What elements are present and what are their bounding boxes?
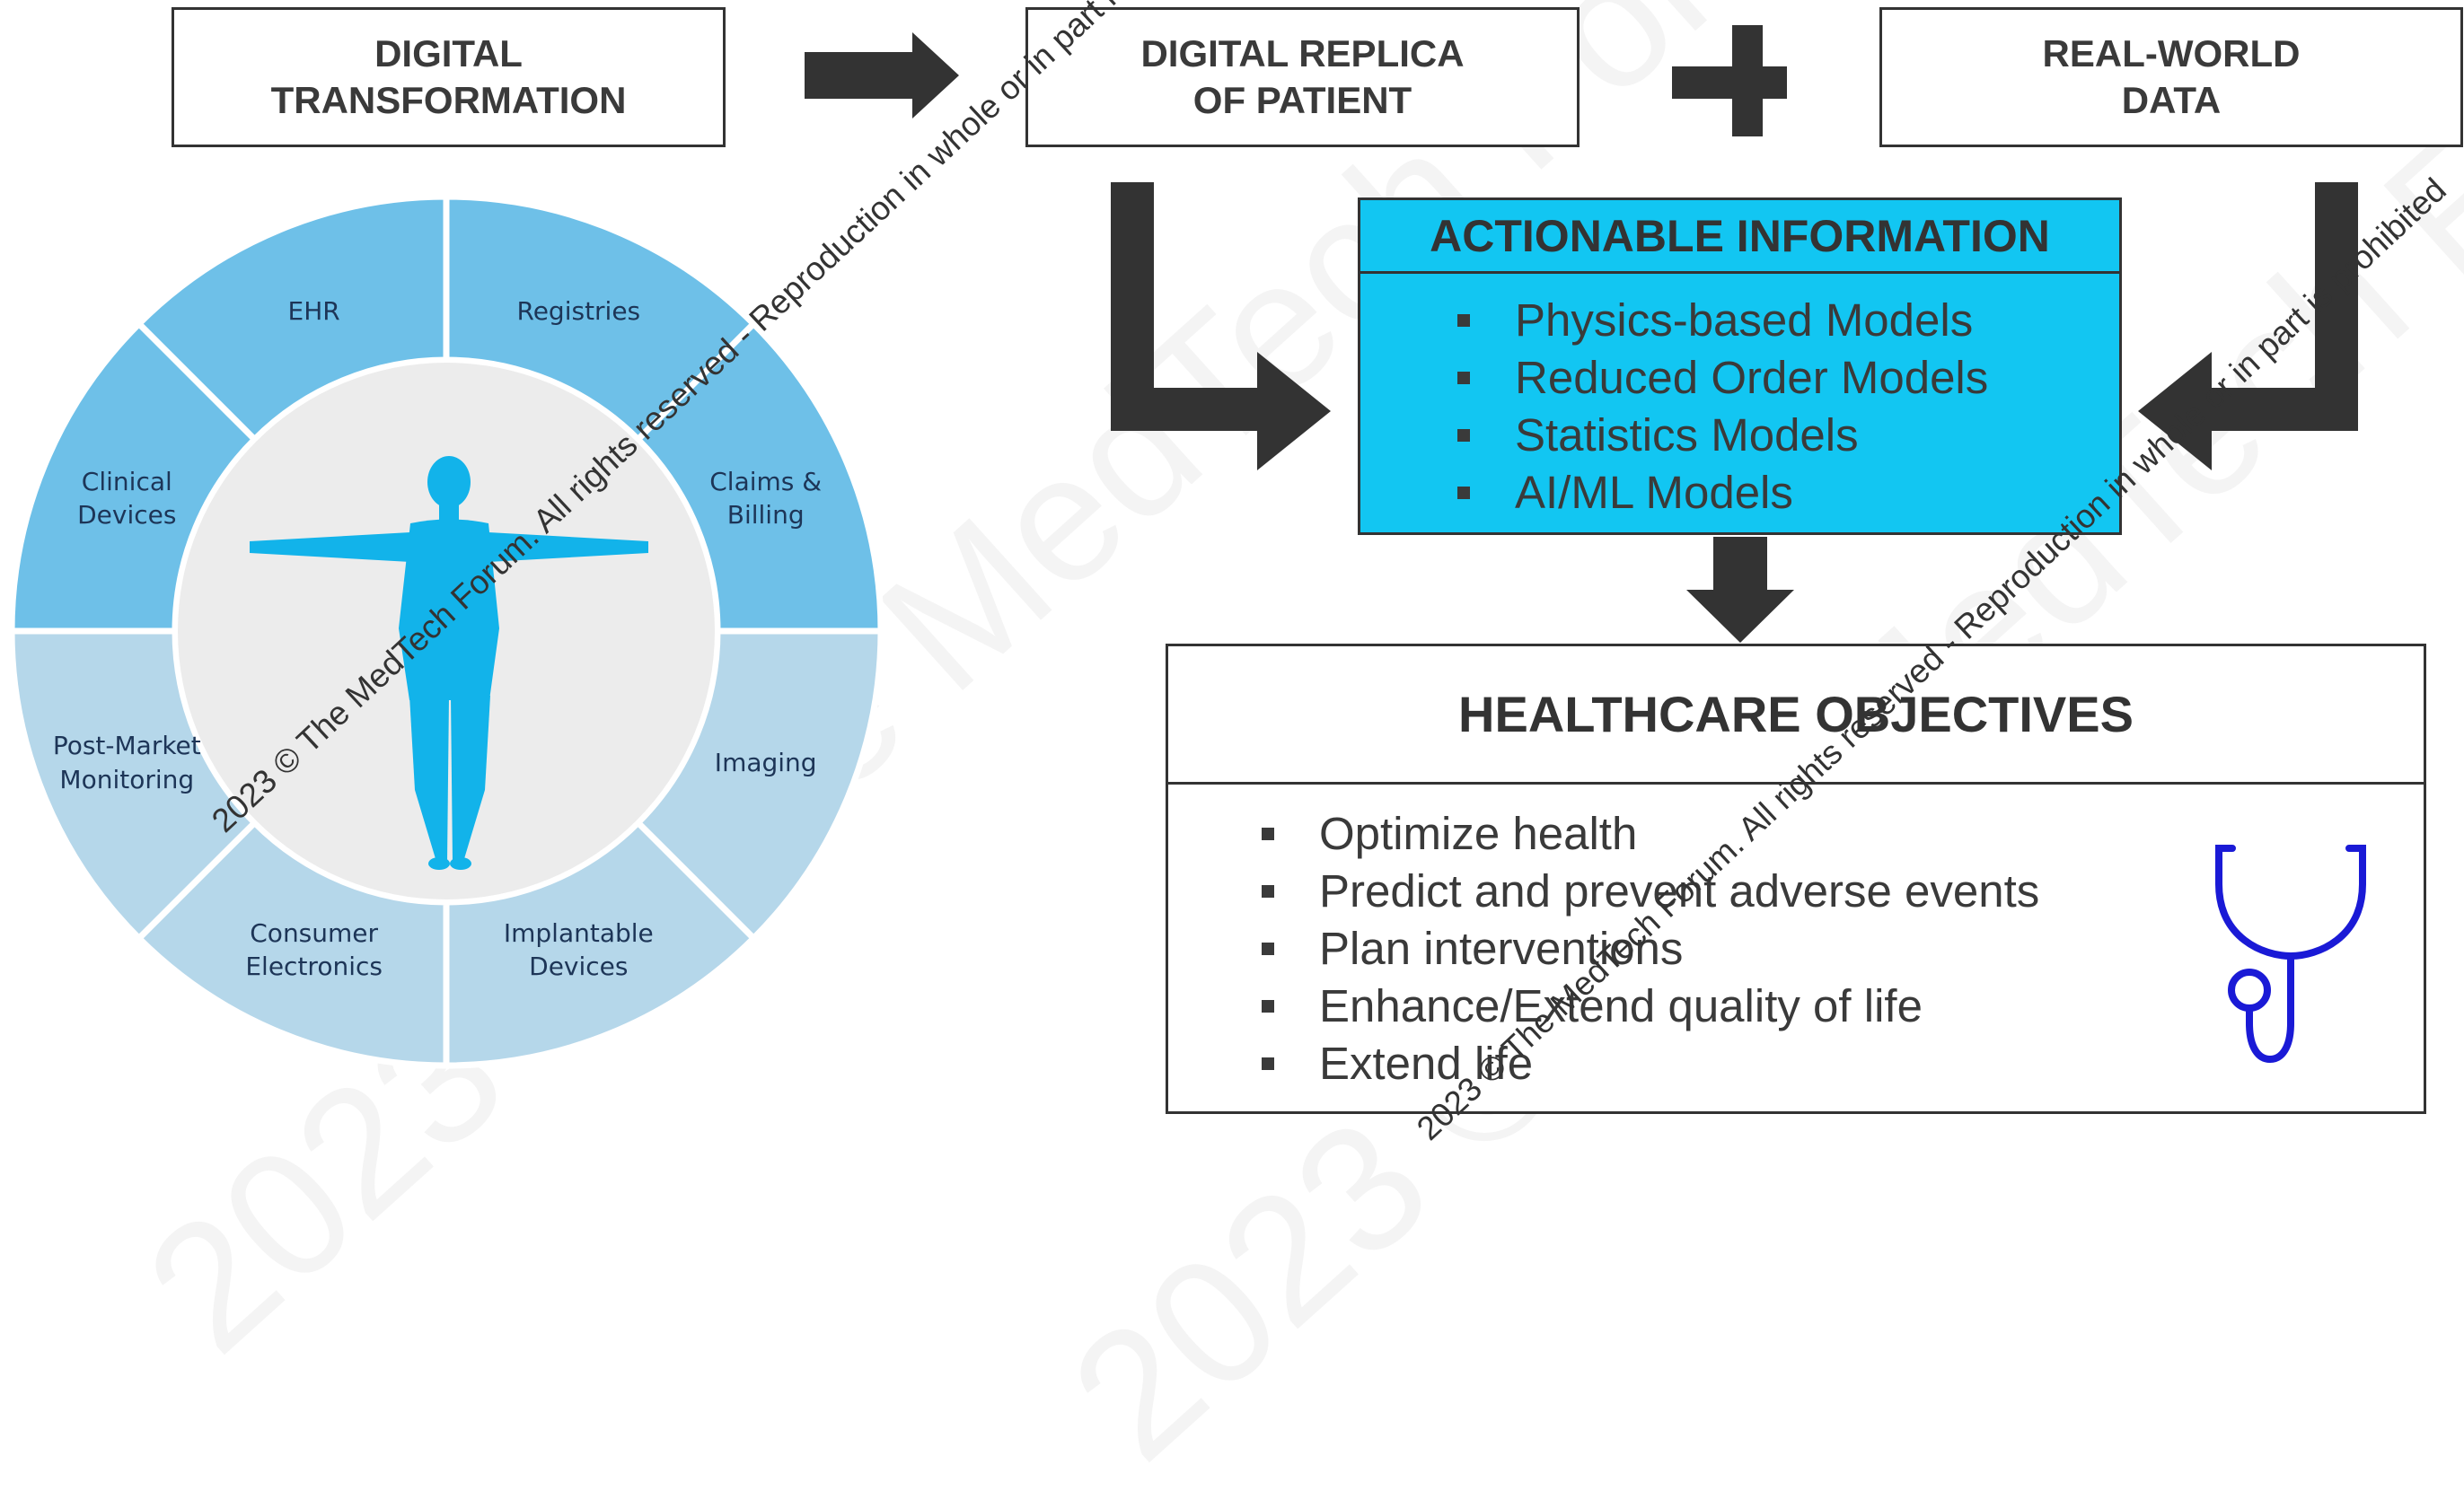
plus-icon (1672, 25, 1787, 136)
list-item: AI/ML Models (1450, 464, 1988, 522)
bent-arrow-left-icon (1111, 182, 1331, 470)
list-item: Optimize health (1254, 805, 2039, 863)
wheel-segment (8, 319, 260, 635)
diagram-arrows (805, 25, 2358, 643)
list-item: Plan interventions (1254, 920, 2039, 978)
list-item: Predict and prevent adverse events (1254, 863, 2039, 920)
right-arrow-icon (805, 32, 959, 118)
wheel-segment-label: EHR (287, 296, 340, 327)
list-item: Enhance/Extend quality of life (1254, 978, 2039, 1035)
list-item: Statistics Models (1450, 407, 1988, 464)
digital-transformation-box: DIGITAL TRANSFORMATION (172, 7, 726, 147)
healthcare-objectives-box: HEALTHCARE OBJECTIVES Optimize health Pr… (1166, 644, 2426, 1114)
digital-replica-box: DIGITAL REPLICA OF PATIENT (1025, 7, 1580, 147)
bent-arrow-right-icon (2138, 182, 2358, 470)
actionable-list: Physics-based Models Reduced Order Model… (1450, 292, 1988, 522)
human-figure-icon (250, 456, 648, 870)
data-source-wheel (8, 193, 884, 1069)
down-arrow-icon (1686, 537, 1794, 643)
list-item: Physics-based Models (1450, 292, 1988, 349)
wheel-segment-label: Claims &Billing (709, 466, 823, 531)
stethoscope-icon (2215, 845, 2366, 1064)
list-item: Reduced Order Models (1450, 349, 1988, 407)
real-world-data-box: REAL-WORLD DATA (1879, 7, 2463, 147)
actionable-information-box: ACTIONABLE INFORMATION Physics-based Mod… (1358, 197, 2122, 535)
list-item: Extend life (1254, 1035, 2039, 1092)
wheel-segment-label: Imaging (714, 748, 817, 778)
objectives-list: Optimize health Predict and prevent adve… (1254, 805, 2039, 1092)
actionable-title: ACTIONABLE INFORMATION (1360, 200, 2119, 274)
objectives-title: HEALTHCARE OBJECTIVES (1168, 646, 2424, 785)
wheel-segment-label: Registries (516, 296, 641, 327)
